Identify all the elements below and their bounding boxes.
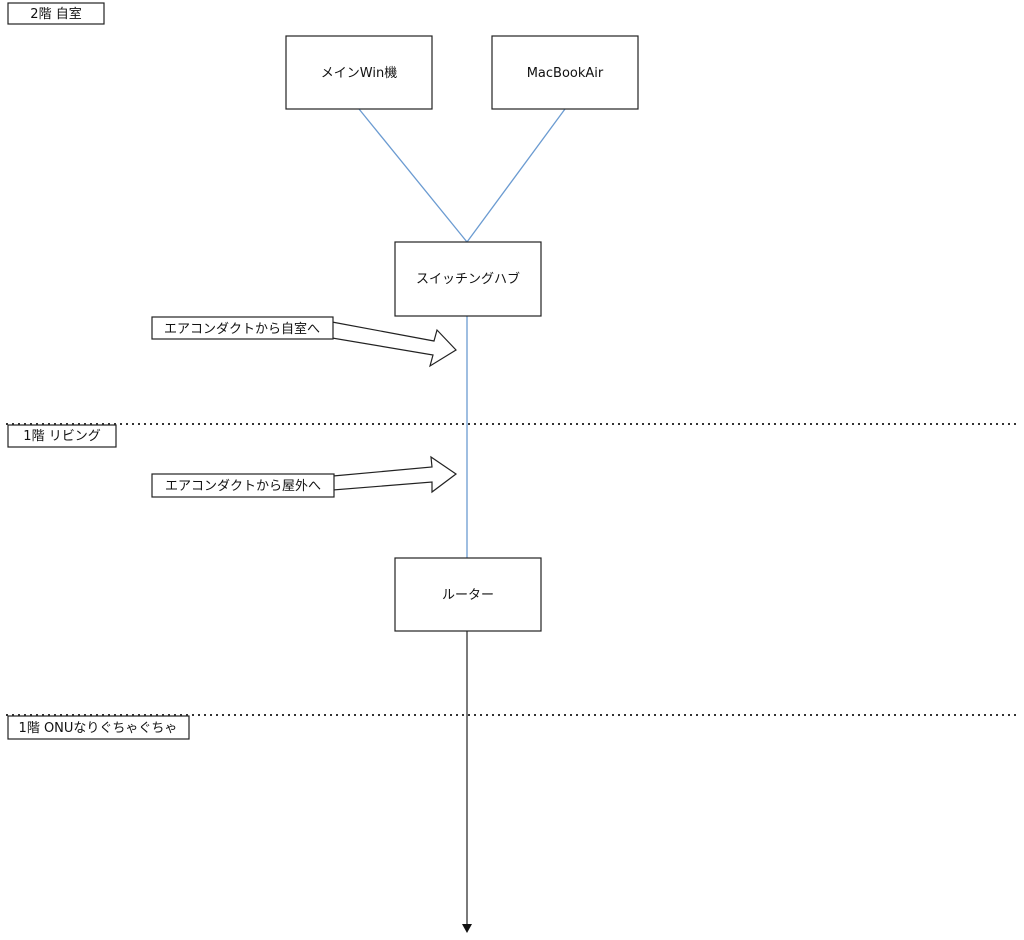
link-mainpc-hub bbox=[358, 108, 468, 243]
callout-to-outside: エアコンダクトから屋外へ bbox=[151, 455, 458, 498]
link-macbook-hub bbox=[466, 108, 566, 243]
node-switching-hub[interactable]: スイッチングハブ bbox=[394, 241, 542, 317]
zone-floor1-living: 1階 リビング bbox=[7, 424, 117, 448]
zone-floor2-label: 2階 自室 bbox=[30, 6, 81, 22]
node-main-pc-label: メインWin機 bbox=[321, 66, 397, 81]
zone-floor1-living-label: 1階 リビング bbox=[23, 429, 100, 444]
downward-arrowhead bbox=[462, 924, 472, 933]
node-macbook-label: MacBookAir bbox=[527, 66, 604, 81]
callout-to-outside-label: エアコンダクトから屋外へ bbox=[165, 479, 321, 494]
node-main-pc[interactable]: メインWin機 bbox=[285, 35, 433, 110]
zone-floor2: 2階 自室 bbox=[7, 2, 105, 25]
node-router-label: ルーター bbox=[442, 588, 494, 603]
callout-to-room: エアコンダクトから自室へ bbox=[151, 316, 457, 368]
callout-to-room-label: エアコンダクトから自室へ bbox=[164, 321, 320, 337]
node-router[interactable]: ルーター bbox=[394, 557, 542, 632]
node-macbook[interactable]: MacBookAir bbox=[491, 35, 639, 110]
callout-to-room-arrow bbox=[331, 321, 457, 368]
callout-to-outside-arrow bbox=[332, 455, 458, 494]
zone-floor1-onu-label: 1階 ONUなりぐちゃぐちゃ bbox=[19, 721, 178, 736]
zone-floor1-onu: 1階 ONUなりぐちゃぐちゃ bbox=[7, 715, 190, 740]
node-switching-hub-label: スイッチングハブ bbox=[416, 271, 520, 287]
